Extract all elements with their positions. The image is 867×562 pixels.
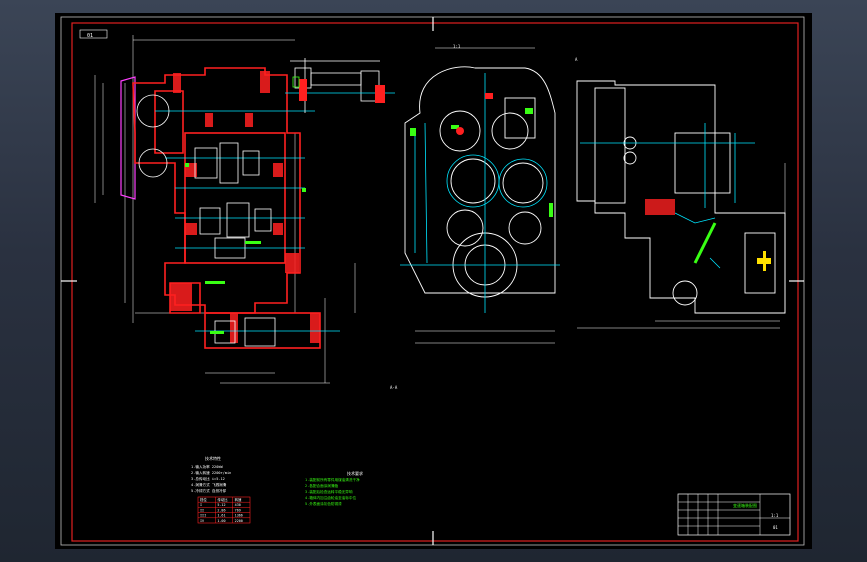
shaft-centerlines — [155, 110, 340, 332]
center-view-dims — [415, 47, 555, 344]
technical-notes: 技术要求 1.装配前所有零件用煤油清洗干净 2.各配合面涂润滑脂 3.装配后检查… — [305, 470, 363, 506]
spec-table-cell: IV — [200, 519, 204, 523]
spec-line-1: 1.输入功率 220kW — [191, 464, 224, 469]
notes-title: 技术要求 — [347, 470, 363, 476]
spec-table-cell: 769 — [235, 508, 241, 512]
spec-line-3: 3.总传动比 i=5.12 — [191, 476, 225, 481]
right-dims — [577, 163, 786, 329]
view-scale-label: 1:1 — [453, 44, 461, 49]
spec-table-cell: 5.12 — [217, 503, 225, 507]
housing-section — [132, 67, 321, 349]
side-view-right[interactable]: A — [575, 57, 786, 329]
notes-line-4: 4.箱体内加注齿轮油至油标中位 — [305, 495, 356, 500]
notes-line-3: 3.装配后检查运转平稳无异响 — [305, 489, 353, 494]
spec-line-5: 5.冷却方式 自然冷却 — [191, 488, 227, 493]
spec-table-cell: I — [200, 503, 202, 507]
spec-table-cell: 2.86 — [217, 508, 225, 512]
title-block[interactable]: 变速箱装配图 1:1 01 — [677, 493, 791, 536]
right-centerlines — [580, 123, 755, 269]
right-yellow-marks — [757, 251, 771, 271]
title-block-name: 变速箱装配图 — [733, 502, 757, 508]
spec-table-cell: 档位 — [200, 497, 207, 502]
spec-table-cell: 430 — [235, 503, 241, 507]
right-green-part — [693, 222, 717, 264]
right-housing — [576, 80, 786, 314]
drawing-sheet: 01 — [60, 16, 805, 546]
spec-notes: 技术特性 1.输入功率 220kW 2.输入转速 2200r/min 3.总传动… — [191, 455, 231, 493]
right-view-label: A — [575, 57, 578, 62]
spec-table-cell: 1.00 — [217, 519, 225, 523]
outer-frame — [60, 16, 805, 546]
spec-table-cell: II — [200, 508, 204, 512]
centering-marks — [61, 17, 804, 545]
center-view-centerlines — [400, 73, 560, 313]
spec-line-2: 2.输入转速 2200r/min — [191, 470, 231, 475]
spec-table-cell: 转速 — [235, 497, 242, 502]
center-view-hatch — [456, 93, 493, 135]
section-hatch — [170, 71, 320, 343]
section-view-left[interactable] — [94, 35, 356, 384]
shaft-detail-view[interactable] — [285, 58, 395, 113]
spec-title: 技术特性 — [205, 455, 221, 461]
cover-outline — [120, 76, 136, 200]
section-label: A-A — [390, 385, 398, 390]
right-hatch — [645, 199, 675, 215]
spec-table-cell: 2200 — [235, 519, 243, 523]
spec-table-cell: 1366 — [235, 514, 243, 518]
sheet-code-box — [79, 29, 108, 39]
inner-frame — [71, 22, 799, 542]
gears — [136, 94, 276, 347]
notes-line-1: 1.装配前所有零件用煤油清洗干净 — [305, 477, 360, 482]
spec-line-4: 4.润滑方式 飞溅润滑 — [191, 482, 227, 487]
housing-outline — [404, 66, 556, 298]
sheet-code: 01 — [87, 33, 93, 39]
title-block-sheet: 01 — [773, 525, 778, 530]
spec-table-cell: 1.61 — [217, 514, 225, 518]
notes-line-2: 2.各配合面涂润滑脂 — [305, 483, 338, 488]
spec-table-cell: 传动比 — [217, 497, 228, 502]
center-view-callouts — [410, 108, 553, 217]
cad-viewport[interactable]: 01 — [55, 13, 812, 549]
end-view-center[interactable]: 1:1 — [400, 44, 560, 344]
part-callouts — [185, 163, 306, 334]
spec-table-cell: III — [200, 514, 206, 518]
notes-line-5: 5.外表面涂灰色防锈漆 — [305, 501, 342, 506]
title-block-scale: 1:1 — [771, 513, 779, 518]
